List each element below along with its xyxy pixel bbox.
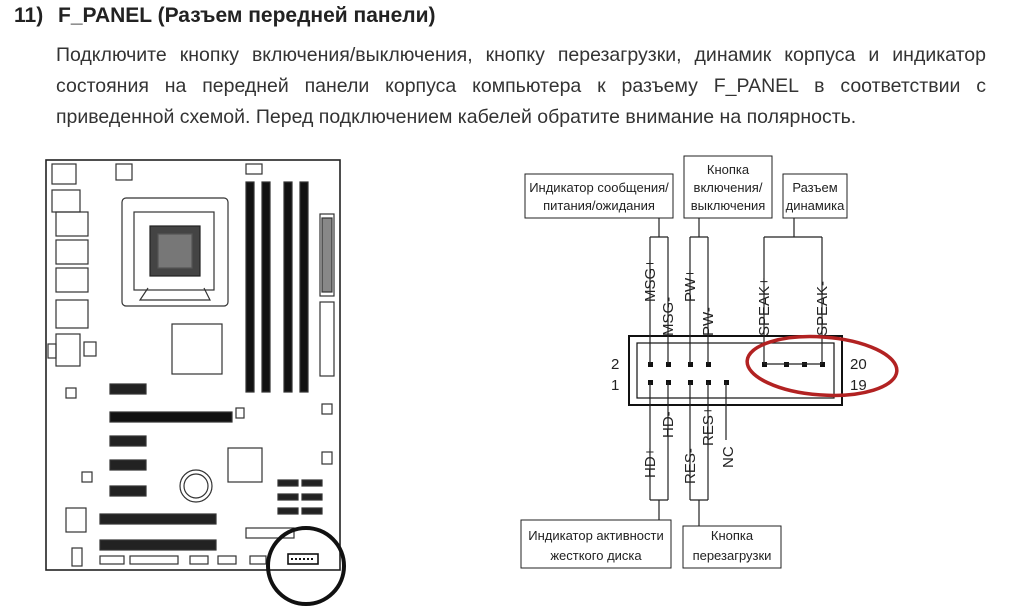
msg-led-label-2: питания/ожидания [543, 198, 655, 213]
reset-button-label-1: Кнопка [711, 528, 754, 543]
row-number-2: 2 [611, 356, 619, 373]
pin-label-speak-minus: SPEAK- [814, 281, 831, 336]
msg-led-label-1: Индикатор сообщения/ [529, 180, 669, 195]
power-button-label-3: выключения [691, 198, 766, 213]
speaker-label-box [782, 173, 848, 219]
pin-label-nc: NC [720, 446, 737, 468]
connector-inner-frame [636, 342, 835, 399]
speaker-highlight-ellipse [745, 334, 899, 398]
pin-label-res-plus: RES+ [700, 406, 717, 446]
reset-button-label-box [682, 525, 782, 569]
section-number: 11) [14, 4, 44, 27]
motherboard-illustration [45, 159, 341, 571]
power-button-label-box [683, 155, 773, 219]
pin-label-pw-minus: PW- [700, 307, 717, 336]
section-heading: 11) F_PANEL (Разъем передней панели) [0, 4, 436, 28]
pinout-diagram: Индикатор сообщения/ питания/ожидания Кн… [520, 155, 899, 569]
pin-label-pw-plus: PW+ [682, 269, 699, 302]
speaker-label-2: динамика [786, 198, 845, 213]
pin-label-hd-minus: HD- [660, 411, 677, 438]
speaker-label-1: Разъем [792, 180, 837, 195]
pin-label-hd-plus: HD+ [642, 447, 659, 478]
hdd-led-label-1: Индикатор активности [528, 528, 663, 543]
row-number-20: 20 [850, 356, 867, 373]
pin-label-res-minus: RES- [682, 448, 699, 484]
pin-label-speak-plus: SPEAK+ [756, 277, 773, 336]
hdd-led-label-2: жесткого диска [550, 548, 642, 563]
hdd-led-label-box [520, 519, 672, 569]
power-button-label-1: Кнопка [707, 162, 750, 177]
section-description: Подключите кнопку включения/выключения, … [56, 44, 986, 128]
section-title: F_PANEL (Разъем передней панели) [58, 4, 436, 27]
reset-button-label-2: перезагрузки [693, 548, 772, 563]
pin-label-msg-plus: MSG+ [642, 259, 659, 302]
power-button-label-2: включения/ [694, 180, 763, 195]
fpanel-location-circle [266, 526, 346, 606]
msg-led-label-box [524, 173, 674, 219]
row-number-1: 1 [611, 377, 619, 394]
bottom-wires [649, 382, 727, 526]
pin-label-msg-minus: MSG- [660, 297, 677, 336]
row-number-19: 19 [850, 377, 867, 394]
